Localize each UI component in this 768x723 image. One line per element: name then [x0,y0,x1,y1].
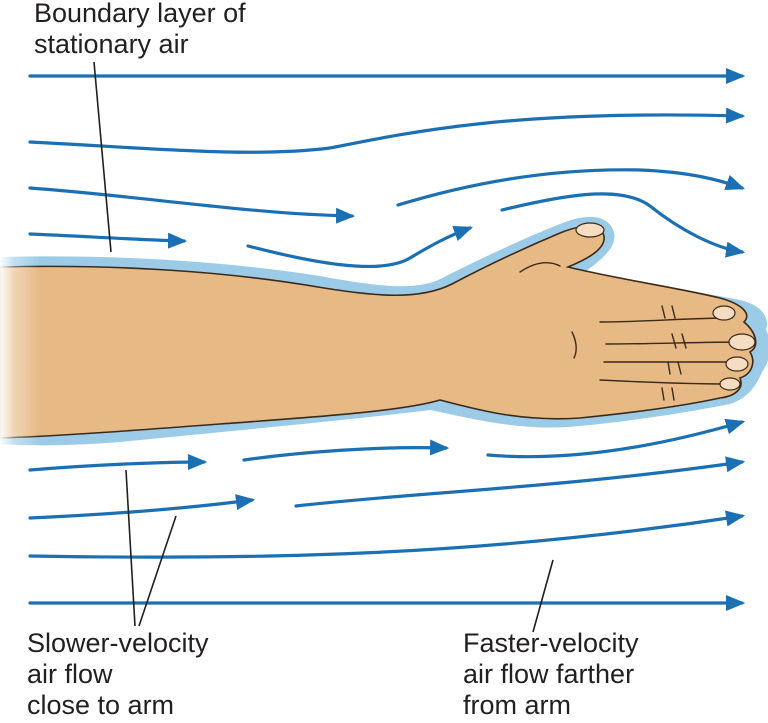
thumbnail [576,223,604,237]
fingernail-little [720,378,740,390]
label-slower-line-1: Slower-velocity [27,628,209,659]
shoulder-fade [0,255,40,450]
label-boundary-line-2: stationary air [34,29,246,60]
fingernail-middle [729,334,755,350]
leader-slower-2 [139,516,176,626]
label-slower-line-3: close to arm [27,690,209,721]
streamline-3b [398,170,742,205]
streamline-lower-1b [244,448,446,460]
label-slower-line-2: air flow [27,659,209,690]
label-faster-velocity: Faster-velocity air flow farther from ar… [463,628,639,721]
label-faster-line-1: Faster-velocity [463,628,639,659]
label-faster-line-2: air flow farther [463,659,639,690]
label-faster-line-3: from arm [463,690,639,721]
streamline-lower-3 [30,516,742,557]
streamline-lower-1c [488,422,742,457]
fingernail-ring [726,357,748,371]
label-boundary-line-1: Boundary layer of [34,0,246,29]
fingernail-index [713,306,735,320]
streamline-lower-2a [30,500,252,518]
streamline-lower-2b [296,462,742,506]
streamline-2 [30,115,742,152]
leader-faster [533,560,553,632]
label-boundary-layer: Boundary layer of stationary air [34,0,246,60]
label-slower-velocity: Slower-velocity air flow close to arm [27,628,209,721]
streamline-3a [30,188,352,216]
streamline-4b [248,228,470,266]
streamline-lower-1a [30,462,204,470]
streamline-4a [30,234,184,241]
leader-boundary [94,62,111,252]
